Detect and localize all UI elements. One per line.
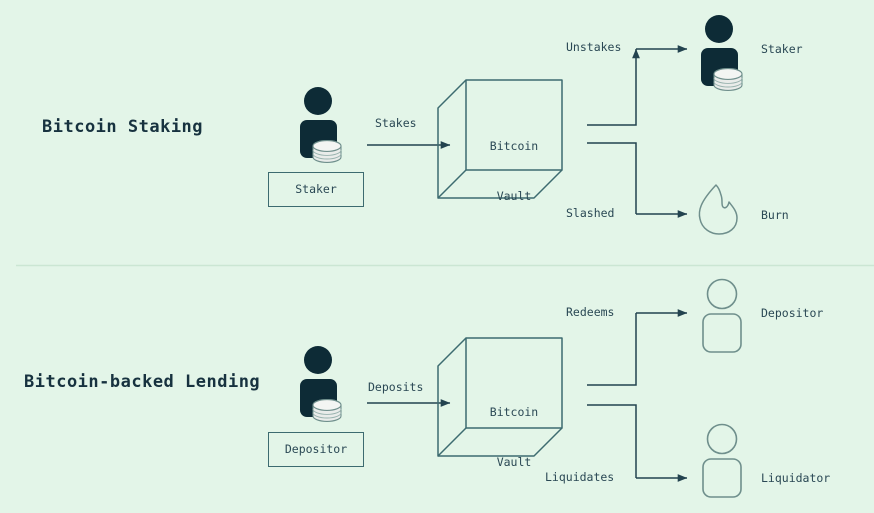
vault-label-line1: Bitcoin — [489, 139, 539, 154]
flame-icon — [698, 184, 738, 235]
vault-label-line2: Vault — [496, 455, 532, 470]
depositor-dest-icon — [702, 278, 742, 353]
edge-label-stakes: Stakes — [375, 116, 417, 130]
staker-source-icon — [300, 87, 342, 163]
edge-label-deposits: Deposits — [368, 380, 424, 394]
vault-label-top: Bitcoin Vault — [466, 105, 562, 238]
depositor-source-icon — [300, 346, 342, 422]
node-label-staker: Staker — [761, 42, 803, 56]
bitcoin-vault-bottom — [437, 337, 563, 457]
vault-label-line2: Vault — [496, 189, 532, 204]
node-label-depositor: Depositor — [761, 306, 824, 320]
vault-label-bottom: Bitcoin Vault — [466, 371, 562, 504]
node-label-liquidator: Liquidator — [761, 471, 831, 485]
node-label-burn: Burn — [761, 208, 789, 222]
section-title-lending: Bitcoin-backed Lending — [24, 372, 261, 392]
source-box-staker[interactable]: Staker — [268, 172, 364, 207]
source-box-depositor[interactable]: Depositor — [268, 432, 364, 467]
edge-label-slashed: Slashed — [566, 206, 615, 220]
edge-label-unstakes: Unstakes — [566, 40, 622, 54]
liquidator-dest-icon — [702, 423, 742, 498]
vault-out-connectors-top — [587, 45, 688, 218]
staker-dest-icon — [701, 15, 743, 91]
section-title-staking: Bitcoin Staking — [42, 117, 204, 137]
bitcoin-vault-top — [437, 79, 563, 199]
coin-stack-icon — [312, 140, 342, 163]
vault-out-connectors-bottom — [587, 309, 688, 482]
coin-stack-icon — [312, 399, 342, 422]
edge-label-liquidates: Liquidates — [545, 470, 615, 484]
edge-label-redeems: Redeems — [566, 305, 615, 319]
coin-stack-icon — [713, 68, 743, 91]
vault-label-line1: Bitcoin — [489, 405, 539, 420]
